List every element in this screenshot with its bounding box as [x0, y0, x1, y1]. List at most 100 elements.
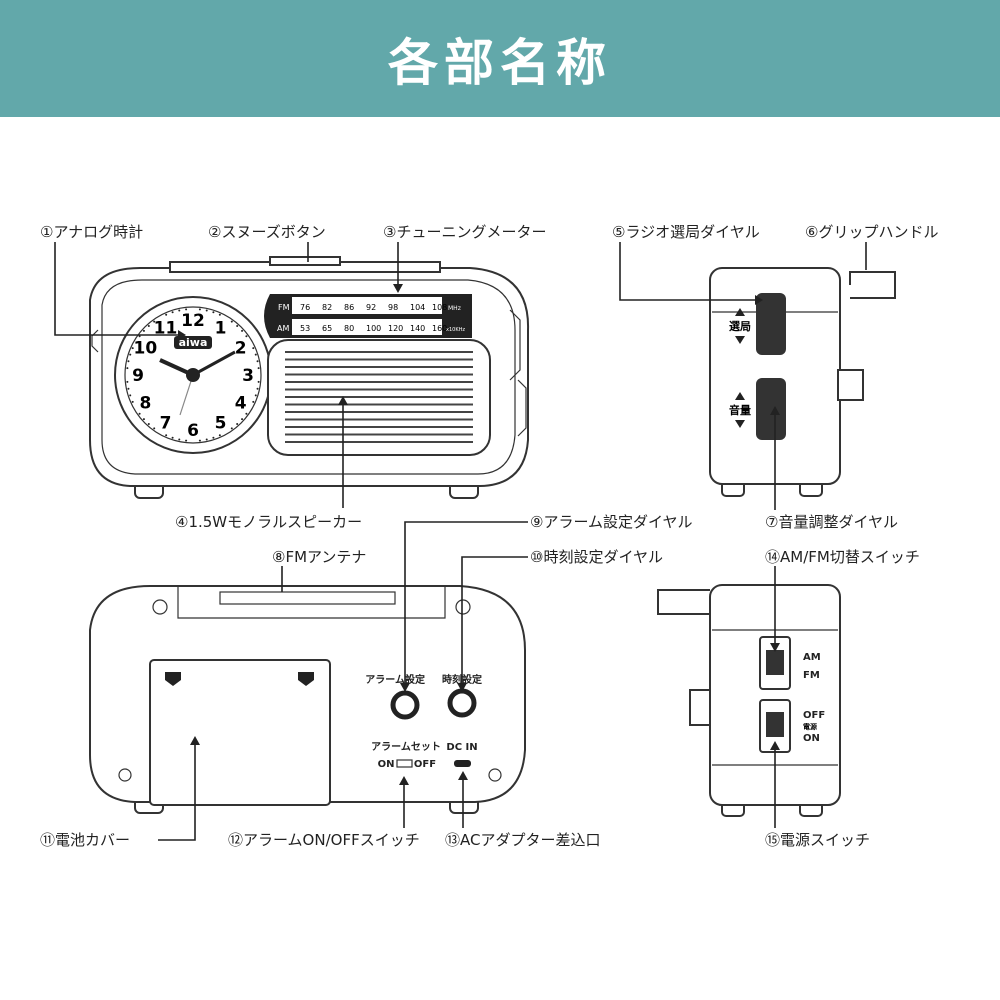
clock-tick	[126, 380, 129, 383]
am-scale-number: 120	[388, 324, 403, 333]
clock-tick	[236, 324, 239, 327]
clock-tick	[212, 436, 215, 439]
brand-text: aiwa	[179, 336, 208, 349]
fm-antenna	[219, 591, 396, 605]
clock-number: 2	[235, 339, 247, 359]
clock-tick	[254, 394, 257, 397]
clock-tick	[241, 418, 244, 421]
fm-band-label: FM	[278, 303, 290, 312]
clock-tick	[252, 400, 255, 403]
label-ac-adapter: ⑬ACアダプター差込口	[445, 831, 600, 849]
clock-tick	[205, 309, 208, 312]
clock-tick	[142, 418, 145, 421]
clock-tick	[153, 320, 156, 323]
leader-lines	[54, 242, 867, 841]
clock-tick	[218, 434, 221, 437]
header-banner: 各部名称	[0, 0, 1000, 117]
clock-number: 12	[181, 311, 205, 331]
am-band-label: AM	[277, 324, 289, 333]
label-volume-dial: ⑦音量調整ダイヤル	[765, 513, 898, 531]
fm-scale-number: 86	[344, 303, 354, 312]
dc-in-port	[454, 760, 471, 767]
clock-tick	[129, 394, 132, 397]
clock-tick	[252, 347, 255, 350]
volume-dial[interactable]	[756, 378, 786, 440]
am-scale-number: 140	[410, 324, 425, 333]
am-scale-number: 80	[344, 324, 354, 333]
clock-number: 7	[160, 414, 172, 434]
clock-tick	[257, 380, 260, 383]
am-label: AM	[803, 652, 821, 663]
volume-label: 音量	[729, 403, 751, 417]
fm-scale-number: 104	[410, 303, 425, 312]
label-analog-clock: ①アナログ時計	[40, 223, 143, 241]
radio-back-view: アラーム設定 時刻設定 アラームセット ON OFF DC IN	[89, 585, 526, 814]
am-scale-number: 100	[366, 324, 381, 333]
clock-tick	[127, 387, 130, 390]
clock-number: 8	[139, 394, 151, 414]
clock-tick	[171, 311, 174, 314]
clock-tick	[257, 367, 260, 370]
brand-logo	[174, 336, 212, 349]
tuning-dial[interactable]	[756, 293, 786, 355]
time-set-dial[interactable]	[447, 688, 477, 718]
clock-tick	[198, 308, 201, 311]
clock-tick	[147, 324, 150, 327]
label-battery-cover: ⑪電池カバー	[40, 831, 130, 849]
alarm-on-label: ON	[378, 759, 395, 770]
clock-number: 5	[215, 414, 227, 434]
label-time-dial: ⑩時刻設定ダイヤル	[530, 548, 663, 566]
clock-number: 9	[132, 366, 144, 386]
clock-tick	[205, 438, 208, 441]
power-off-label: OFF	[803, 710, 825, 721]
am-scale-number: 160	[432, 324, 447, 333]
clock-number: 4	[235, 394, 247, 414]
clock-tick	[185, 308, 188, 311]
clock-tick	[256, 387, 259, 390]
am-unit: x10KHz	[446, 327, 465, 333]
label-am-fm-switch: ⑭AM/FM切替スイッチ	[765, 548, 920, 566]
clock-tick	[178, 309, 181, 312]
clock-tick	[165, 434, 168, 437]
clock-number: 11	[154, 318, 178, 338]
label-alarm-switch: ⑫アラームON/OFFスイッチ	[228, 831, 420, 849]
label-alarm-dial: ⑨アラーム設定ダイヤル	[530, 513, 693, 531]
clock-tick	[245, 412, 248, 415]
label-power-switch: ⑮電源スイッチ	[765, 831, 870, 849]
clock-tick	[230, 427, 233, 430]
fm-scale-number: 108	[432, 303, 447, 312]
clock-tick	[256, 360, 259, 363]
clock-tick	[254, 353, 257, 356]
clock-tick	[165, 313, 168, 316]
clock-tick	[185, 439, 188, 442]
alarm-set-label: アラーム設定	[365, 673, 425, 686]
clock-tick	[218, 313, 221, 316]
alarm-switch[interactable]	[396, 759, 413, 768]
tuning-label: 選局	[729, 320, 751, 333]
clock-tick	[236, 423, 239, 426]
label-tuning-dial: ⑤ラジオ選局ダイヤル	[612, 223, 760, 241]
alarm-set-dial[interactable]	[390, 690, 420, 720]
clock-number: 10	[134, 339, 158, 359]
clock-tick	[126, 367, 129, 370]
page-title: 各部名称	[388, 33, 612, 92]
label-snooze-button: ②スヌーズボタン	[208, 223, 326, 241]
am-scale-number: 65	[322, 324, 332, 333]
clock-tick	[198, 439, 201, 442]
fm-scale-number: 98	[388, 303, 398, 312]
label-speaker: ④1.5Wモノラルスピーカー	[175, 513, 362, 531]
clock-tick	[212, 311, 215, 314]
label-fm-antenna: ⑧FMアンテナ	[272, 548, 366, 566]
am-scale-number: 53	[300, 324, 310, 333]
clock-number: 3	[242, 366, 254, 386]
clock-tick	[245, 335, 248, 338]
clock-tick	[131, 347, 134, 350]
clock-tick	[131, 400, 134, 403]
radio-side-view-right: 選局 音量	[709, 267, 896, 497]
alarm-off-label: OFF	[414, 759, 436, 770]
fm-scale-number: 92	[366, 303, 376, 312]
clock-tick	[147, 423, 150, 426]
clock-number: 1	[215, 318, 227, 338]
